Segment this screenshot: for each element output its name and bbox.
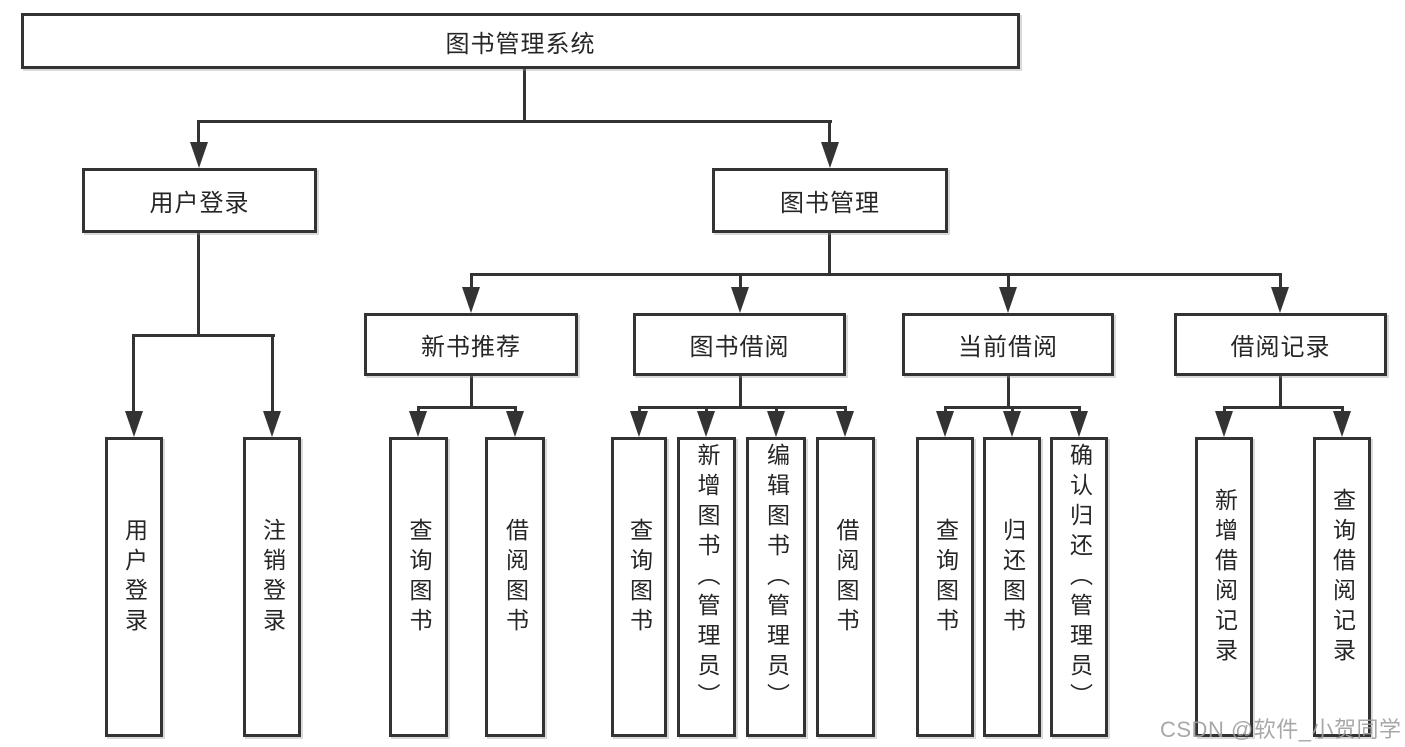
leaf-new-books-borrow-label: 借阅图书 [502, 518, 529, 638]
arrow-to-borrowing [731, 287, 749, 313]
connector-mgmt-stub-2 [739, 273, 742, 289]
connector-borrowing-stub-4 [844, 406, 847, 415]
watermark: CSDN @软件_小贺同学 [1160, 717, 1402, 742]
connector-mgmt-stub-4 [1279, 273, 1282, 289]
node-current-borrowing-label: 当前借阅 [958, 334, 1058, 361]
leaf-current-query-label: 查询图书 [932, 518, 959, 638]
leaf-borrowing-add-label: 新增图书（管理员） [694, 443, 720, 713]
connector-root-horizontal [197, 120, 832, 123]
connector-login-stub-right [271, 334, 274, 413]
arrow-borrowing-borrow [836, 411, 854, 437]
connector-mgmt-vertical [828, 233, 831, 276]
leaf-user-login: 用户登录 [105, 437, 163, 737]
connector-current-stub-3 [1078, 406, 1081, 415]
leaf-current-confirm-label: 确认归还（管理员） [1066, 443, 1093, 713]
connector-login-stub-left [132, 334, 135, 413]
connector-newbooks-stub-2 [514, 406, 517, 415]
leaf-borrowing-borrow: 借阅图书 [816, 437, 875, 737]
leaf-logout-label: 注销登录 [259, 518, 286, 638]
arrow-current-query [936, 411, 954, 437]
arrow-to-current [999, 287, 1017, 313]
connector-records-vertical [1279, 376, 1282, 409]
arrow-to-user-login [190, 142, 208, 168]
connector-newbooks-horizontal [417, 406, 517, 409]
node-book-management: 图书管理 [712, 168, 948, 233]
node-borrow-records: 借阅记录 [1174, 313, 1387, 376]
leaf-current-return: 归还图书 [983, 437, 1041, 737]
leaf-borrowing-query-label: 查询图书 [626, 518, 653, 638]
connector-records-stub-1 [1223, 406, 1226, 415]
arrow-borrowing-query [630, 411, 648, 437]
node-book-borrowing-label: 图书借阅 [689, 334, 790, 361]
arrow-newbooks-query [409, 411, 427, 437]
leaf-new-books-query-label: 查询图书 [406, 518, 432, 638]
connector-current-stub-1 [944, 406, 947, 415]
connector-borrowing-horizontal [638, 406, 847, 409]
connector-current-vertical [1007, 376, 1010, 409]
arrow-borrowing-add [697, 411, 715, 437]
connector-root-stub-right [828, 120, 831, 146]
leaf-borrowing-add: 新增图书（管理员） [677, 437, 736, 737]
arrow-newbooks-borrow [506, 411, 524, 437]
connector-mgmt-stub-3 [1007, 273, 1010, 289]
leaf-records-add: 新增借阅记录 [1195, 437, 1253, 737]
leaf-current-confirm: 确认归还（管理员） [1050, 437, 1108, 737]
connector-login-horizontal [132, 334, 275, 337]
leaf-user-login-label: 用户登录 [121, 518, 148, 638]
leaf-borrowing-edit: 编辑图书（管理员） [746, 437, 806, 737]
connector-mgmt-horizontal [470, 273, 1282, 276]
connector-borrowing-stub-1 [638, 406, 641, 415]
connector-root-stub-left [197, 120, 200, 146]
node-root-label: 图书管理系统 [445, 30, 596, 58]
leaf-borrowing-edit-label: 编辑图书（管理员） [763, 443, 790, 713]
arrow-to-records [1271, 287, 1289, 313]
leaf-records-query-label: 查询借阅记录 [1329, 488, 1356, 668]
arrow-borrowing-edit [767, 411, 785, 437]
node-root: 图书管理系统 [21, 13, 1020, 69]
connector-mgmt-stub-1 [470, 273, 473, 289]
connector-newbooks-stub-1 [417, 406, 420, 415]
node-user-login: 用户登录 [82, 168, 317, 233]
node-new-book-recommend: 新书推荐 [364, 313, 578, 376]
connector-borrowing-stub-2 [705, 406, 708, 415]
leaf-borrowing-query: 查询图书 [611, 437, 667, 737]
leaf-current-return-label: 归还图书 [999, 518, 1026, 638]
node-book-management-label: 图书管理 [780, 190, 880, 217]
leaf-records-add-label: 新增借阅记录 [1211, 488, 1238, 668]
arrow-current-return [1003, 411, 1021, 437]
leaf-records-query: 查询借阅记录 [1313, 437, 1371, 737]
node-book-borrowing: 图书借阅 [633, 313, 846, 376]
node-borrow-records-label: 借阅记录 [1230, 334, 1331, 361]
leaf-logout: 注销登录 [243, 437, 301, 737]
arrow-to-leaf-user-login [125, 411, 143, 437]
node-user-login-label: 用户登录 [149, 190, 250, 217]
connector-root-vertical [523, 69, 526, 123]
connector-records-stub-2 [1341, 406, 1344, 415]
leaf-borrowing-borrow-label: 借阅图书 [833, 518, 859, 638]
connector-newbooks-vertical [470, 376, 473, 409]
node-current-borrowing: 当前借阅 [902, 313, 1114, 376]
arrow-to-leaf-logout [263, 411, 281, 437]
connector-borrowing-stub-3 [775, 406, 778, 415]
node-new-book-recommend-label: 新书推荐 [421, 334, 521, 361]
connector-login-vertical [197, 233, 200, 337]
arrow-to-new-books [462, 287, 480, 313]
connector-records-horizontal [1223, 406, 1344, 409]
arrow-to-book-management [821, 142, 839, 168]
arrow-records-add [1215, 411, 1233, 437]
arrow-current-confirm [1070, 411, 1088, 437]
connector-current-stub-2 [1011, 406, 1014, 415]
leaf-current-query: 查询图书 [916, 437, 974, 737]
connector-borrowing-vertical [739, 376, 742, 409]
leaf-new-books-borrow: 借阅图书 [485, 437, 545, 737]
arrow-records-query [1333, 411, 1351, 437]
leaf-new-books-query: 查询图书 [389, 437, 448, 737]
